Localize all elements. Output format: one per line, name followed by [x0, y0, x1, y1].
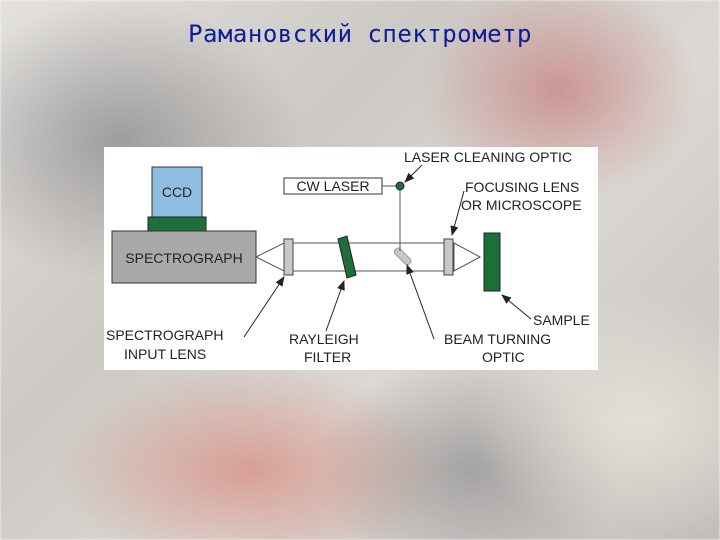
ccd-mount — [147, 216, 207, 232]
arrow-sample — [501, 294, 532, 320]
arrow-focusing-lens — [450, 190, 465, 236]
sample-label: SAMPLE — [533, 312, 590, 328]
input-lens-label-line1: SPECTROGRAPH — [106, 327, 223, 343]
beam-cone-right — [453, 242, 482, 272]
focusing-lens-label-line2: OR MICROSCOPE — [461, 197, 582, 213]
ccd-label: CCD — [162, 184, 192, 200]
beam-turning-optic — [393, 247, 412, 266]
arrow-laser-cleaning — [404, 164, 423, 183]
spectrograph-input-lens — [283, 238, 294, 276]
cw-laser-label: CW LASER — [296, 178, 369, 194]
rayleigh-label-line2: FILTER — [304, 349, 351, 365]
input-lens-label-line2: INPUT LENS — [124, 346, 206, 362]
beam-turning-label-line2: OPTIC — [482, 349, 525, 365]
rayleigh-filter — [337, 235, 357, 279]
laser-cleaning-optic — [395, 181, 405, 191]
rayleigh-label-line1: RAYLEIGH — [289, 331, 359, 347]
laser-cleaning-optic-label: LASER CLEANING OPTIC — [404, 149, 572, 165]
spectrograph-label: SPECTROGRAPH — [125, 250, 242, 266]
arrow-rayleigh — [325, 280, 345, 332]
focusing-lens-label-line1: FOCUSING LENS — [465, 179, 579, 195]
beam-turning-label-line1: BEAM TURNING — [444, 331, 551, 347]
focusing-lens — [443, 238, 454, 276]
arrow-input-lens — [243, 276, 285, 338]
sample-block — [483, 232, 501, 292]
diagram-svg: CCD SPECTROGRAPH CW LASER LASER CLEANING… — [106, 149, 590, 365]
raman-spectrometer-diagram: CCD SPECTROGRAPH CW LASER LASER CLEANING… — [104, 147, 598, 370]
beam-cone-left — [254, 242, 285, 272]
arrow-beam-turning — [406, 264, 435, 340]
slide-title: Рамановский спектрометр — [188, 20, 532, 48]
